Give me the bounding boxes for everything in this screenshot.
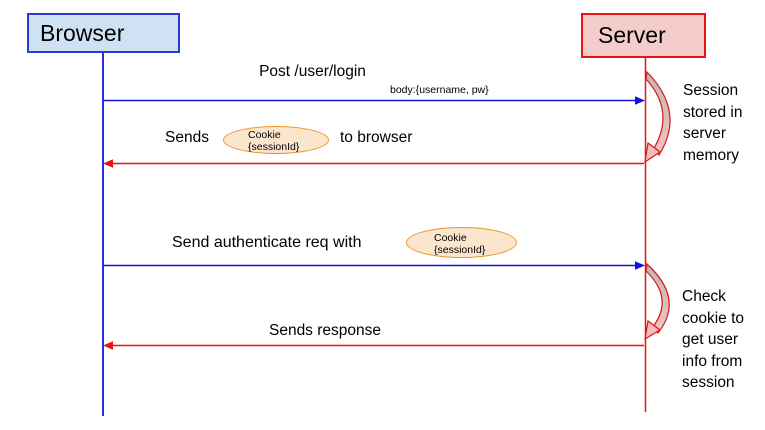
self-loop-store-session-arrow	[644, 70, 671, 164]
post-login-body-label: body:{username, pw}	[390, 84, 489, 96]
authenticate-label: Send authenticate req with	[172, 234, 362, 251]
check-cookie-annotation: Check cookie to get user info from sessi…	[682, 288, 745, 391]
cookie-name-label: Cookie	[434, 232, 467, 244]
browser-actor-box: Browser	[27, 13, 180, 53]
cookie-badge-1: Cookie {sessionId}	[223, 126, 329, 154]
post-login-label: Post /user/login	[259, 63, 366, 80]
send-cookie-prefix-label: Sends	[165, 129, 209, 146]
send-cookie-suffix-label: to browser	[340, 129, 413, 146]
message-arrow-authenticate	[104, 261, 645, 270]
cookie-session-id-label: {sessionId}	[248, 140, 300, 153]
cookie-badge-2: Cookie {sessionId}	[406, 227, 517, 258]
cookie-name-label: Cookie	[248, 129, 281, 141]
browser-actor-label: Browser	[40, 19, 125, 46]
cookie-session-id-label: {sessionId}	[434, 243, 486, 256]
message-arrow-post-login	[104, 96, 645, 105]
server-actor-box: Server	[581, 13, 706, 58]
server-actor-label: Server	[598, 22, 666, 48]
self-loop-check-cookie-arrow	[644, 262, 670, 341]
send-response-label: Sends response	[268, 322, 382, 339]
store-session-annotation: Session stored in server memory	[683, 82, 743, 164]
message-arrow-send-response	[103, 341, 644, 350]
message-arrow-send-cookie	[103, 159, 644, 168]
